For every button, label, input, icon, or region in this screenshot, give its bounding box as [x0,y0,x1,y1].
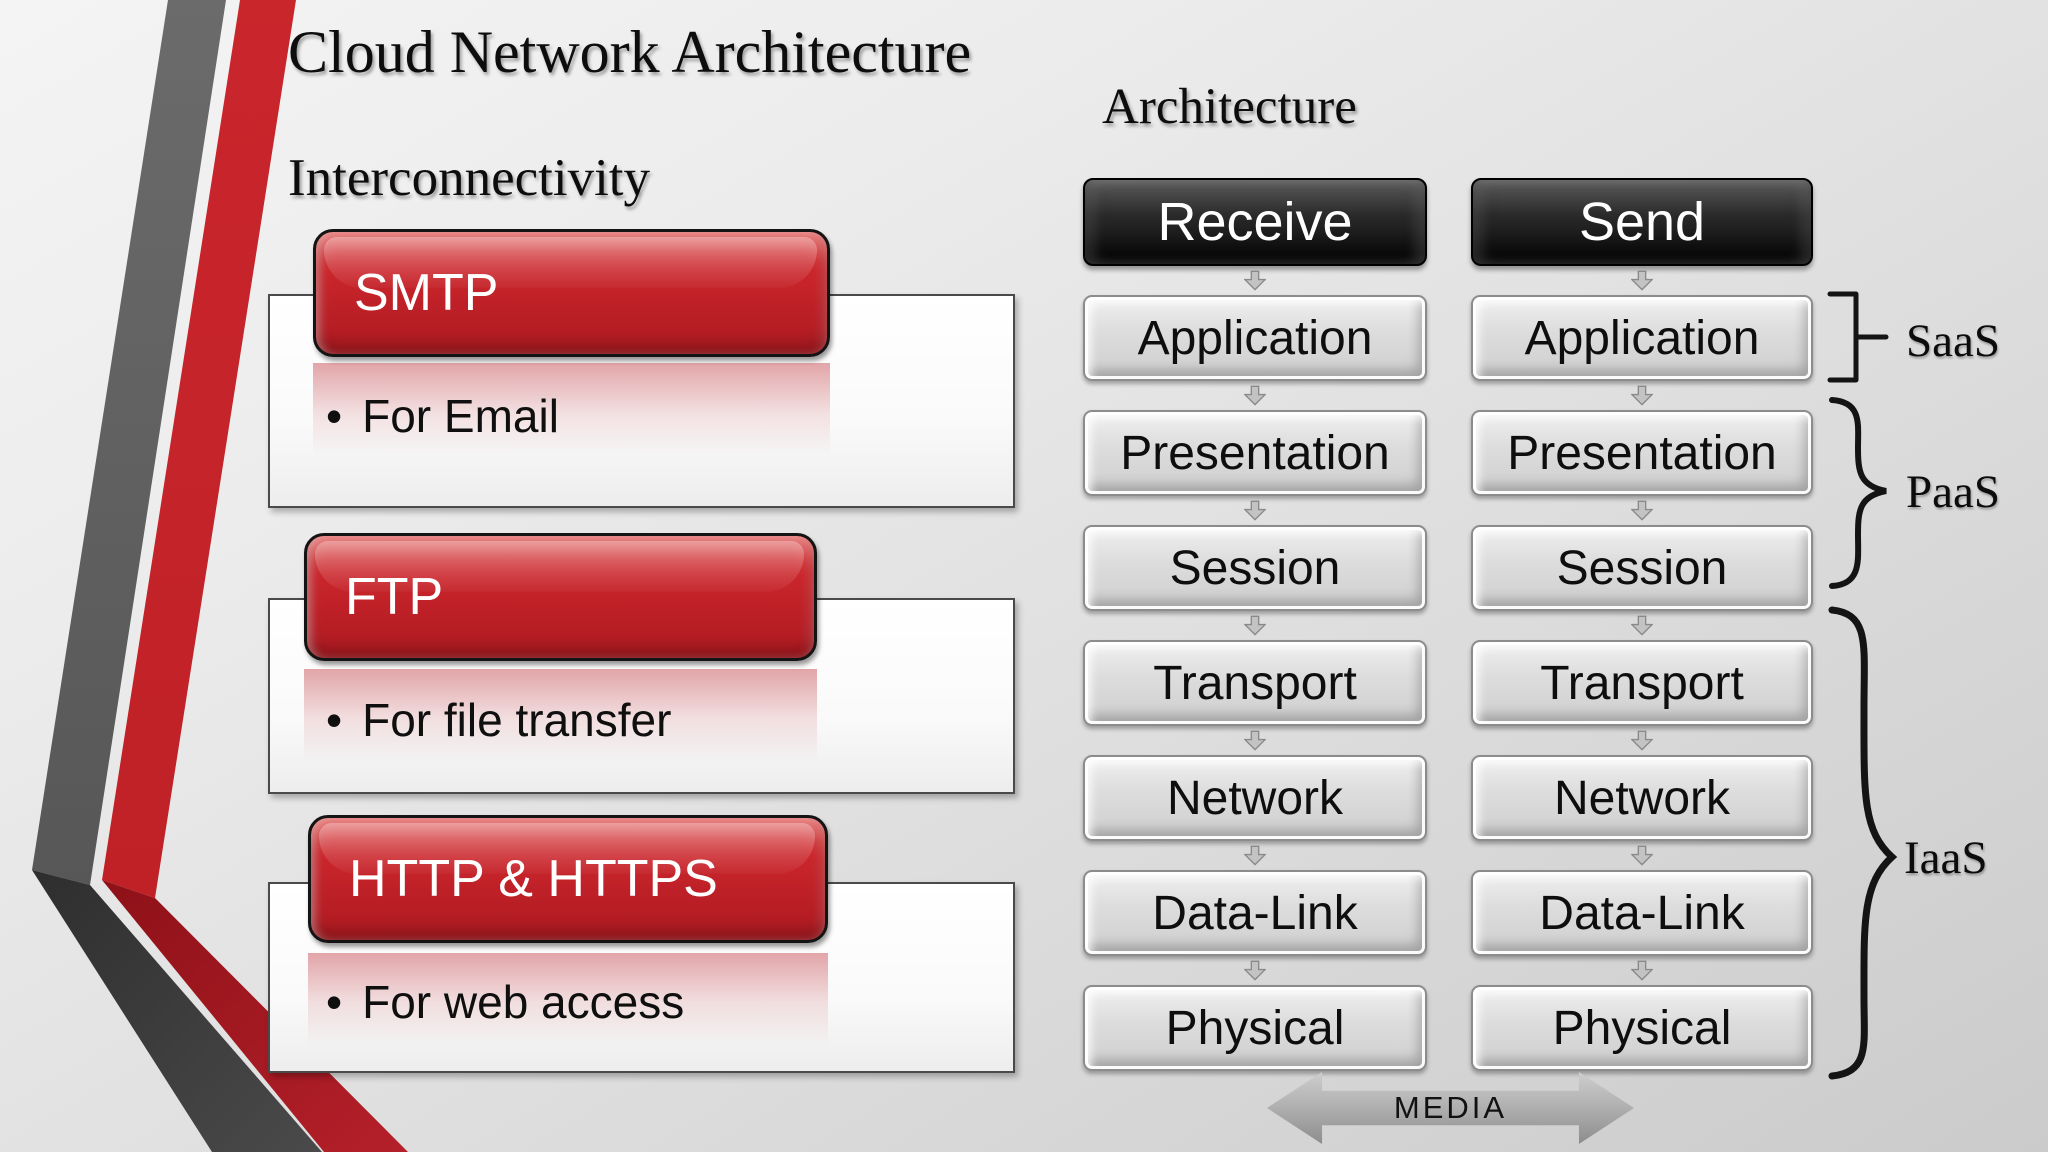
arrow-gap [1471,496,1813,525]
down-arrow-icon [1631,385,1653,406]
osi-layer-application: Application [1471,295,1813,381]
column-header-receive: Receive [1083,178,1427,266]
osi-layer-presentation: Presentation [1471,410,1813,496]
service-label-iaas: IaaS [1904,832,1988,884]
protocol-description: • For file transfer [326,693,671,747]
down-arrow-icon [1244,960,1266,981]
protocol-badge-smtp: SMTP [313,229,830,357]
interconnectivity-heading: Interconnectivity [288,149,651,207]
down-arrow-icon [1244,385,1266,406]
osi-layer-network: Network [1083,755,1427,841]
down-arrow-icon [1631,615,1653,636]
protocol-row-http: HTTP & HTTPS • For web access [268,815,1015,1073]
page-title: Cloud Network Architecture [288,19,972,85]
down-arrow-icon [1244,270,1266,291]
osi-layer-session: Session [1083,525,1427,611]
arrow-gap [1471,841,1813,870]
arrow-gap [1471,611,1813,640]
arrow-gap [1083,266,1427,295]
osi-layer-application: Application [1083,295,1427,381]
bullet-icon: • [326,390,343,442]
protocol-row-smtp: SMTP • For Email [268,229,1015,508]
red-stripe-upper [102,0,296,898]
arrow-gap [1083,496,1427,525]
protocol-badge-ftp: FTP [304,533,817,661]
osi-layer-session: Session [1471,525,1813,611]
arrow-gap [1471,266,1813,295]
protocol-description-text: For web access [362,976,685,1028]
down-arrow-icon [1244,500,1266,521]
down-arrow-icon [1631,270,1653,291]
osi-layer-physical: Physical [1471,985,1813,1071]
iaas-brace [1828,606,1898,1080]
down-arrow-icon [1631,960,1653,981]
arrow-gap [1471,381,1813,410]
bullet-icon: • [326,976,343,1028]
down-arrow-icon [1631,845,1653,866]
protocol-box-reflection [304,669,817,761]
protocol-badge-http: HTTP & HTTPS [308,815,828,943]
media-double-arrow: MEDIA [1267,1072,1634,1144]
arrow-gap [1471,956,1813,985]
protocol-description-text: For Email [362,390,559,442]
saas-bracket [1827,291,1889,383]
arrow-gap [1083,611,1427,640]
protocol-description: • For web access [326,975,684,1029]
osi-layer-datalink: Data-Link [1471,870,1813,956]
down-arrow-icon [1631,500,1653,521]
bullet-icon: • [326,694,343,746]
down-arrow-icon [1631,730,1653,751]
arrow-gap [1083,956,1427,985]
service-label-paas: PaaS [1906,466,2000,518]
osi-layer-transport: Transport [1471,640,1813,726]
arrow-gap [1083,841,1427,870]
protocol-row-ftp: FTP • For file transfer [268,533,1015,794]
media-label: MEDIA [1393,1090,1508,1125]
gray-stripe-upper [32,0,226,885]
column-header-send: Send [1471,178,1813,266]
arrow-gap [1471,726,1813,755]
osi-layer-presentation: Presentation [1083,410,1427,496]
protocol-box-reflection [313,363,830,455]
down-arrow-icon [1244,845,1266,866]
protocol-description-text: For file transfer [362,694,672,746]
down-arrow-icon [1244,615,1266,636]
down-arrow-icon [1244,730,1266,751]
osi-column-receive: Receive Application Presentation Session… [1083,178,1427,1071]
protocol-description: • For Email [326,389,559,443]
osi-layer-datalink: Data-Link [1083,870,1427,956]
osi-column-send: Send Application Presentation Session Tr… [1471,178,1813,1071]
arrow-gap [1083,381,1427,410]
paas-brace [1829,397,1887,589]
service-label-saas: SaaS [1906,315,2000,367]
osi-layer-transport: Transport [1083,640,1427,726]
architecture-heading: Architecture [1102,79,1357,135]
osi-layer-physical: Physical [1083,985,1427,1071]
arrow-gap [1083,726,1427,755]
osi-layer-network: Network [1471,755,1813,841]
